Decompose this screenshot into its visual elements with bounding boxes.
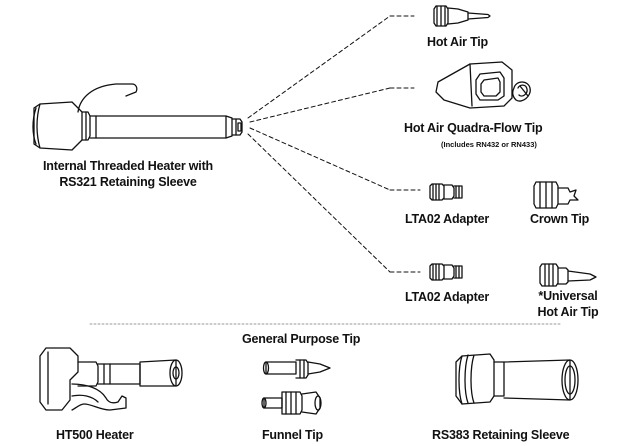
ht500-heater-label: HT500 Heater — [56, 428, 134, 442]
universal-label-line-2: Hot Air Tip — [537, 305, 599, 319]
heater-label-line-2: RS321 Retaining Sleeve — [59, 175, 197, 189]
general-purpose-tip-label: General Purpose Tip — [242, 332, 361, 346]
lta02-adapter-b-label: LTA02 Adapter — [405, 290, 489, 304]
hot-air-tip-label: Hot Air Tip — [427, 35, 488, 49]
lta02-adapter-b-illustration — [429, 263, 463, 281]
universal-hot-air-tip-label: *Universal Hot Air Tip — [524, 288, 612, 320]
lta02-adapter-illustration — [429, 183, 463, 201]
rs383-retaining-sleeve-illustration — [455, 353, 579, 405]
lta02-adapter-label: LTA02 Adapter — [405, 212, 489, 226]
heater-label: Internal Threaded Heater with RS321 Reta… — [20, 158, 236, 190]
universal-label-line-1: *Universal — [538, 289, 598, 303]
funnel-tip-label: Funnel Tip — [262, 428, 323, 442]
funnel-tip-illustration — [261, 391, 322, 415]
heater-label-line-1: Internal Threaded Heater with — [43, 159, 213, 173]
internal-threaded-heater-illustration — [32, 83, 243, 151]
ht500-heater-illustration — [39, 347, 183, 411]
connector-lines — [247, 15, 421, 273]
quadra-flow-tip-illustration — [435, 61, 531, 109]
hot-air-tip-illustration — [433, 5, 491, 27]
rs383-retaining-sleeve-label: RS383 Retaining Sleeve — [432, 428, 570, 442]
universal-hot-air-tip-illustration — [539, 263, 597, 287]
crown-tip-illustration — [533, 181, 579, 209]
crown-tip-label: Crown Tip — [530, 212, 590, 226]
quadra-flow-note: (Includes RN432 or RN433) — [441, 140, 537, 149]
quadra-flow-tip-label: Hot Air Quadra-Flow Tip — [404, 121, 543, 135]
general-purpose-tip-illustration — [262, 359, 331, 379]
